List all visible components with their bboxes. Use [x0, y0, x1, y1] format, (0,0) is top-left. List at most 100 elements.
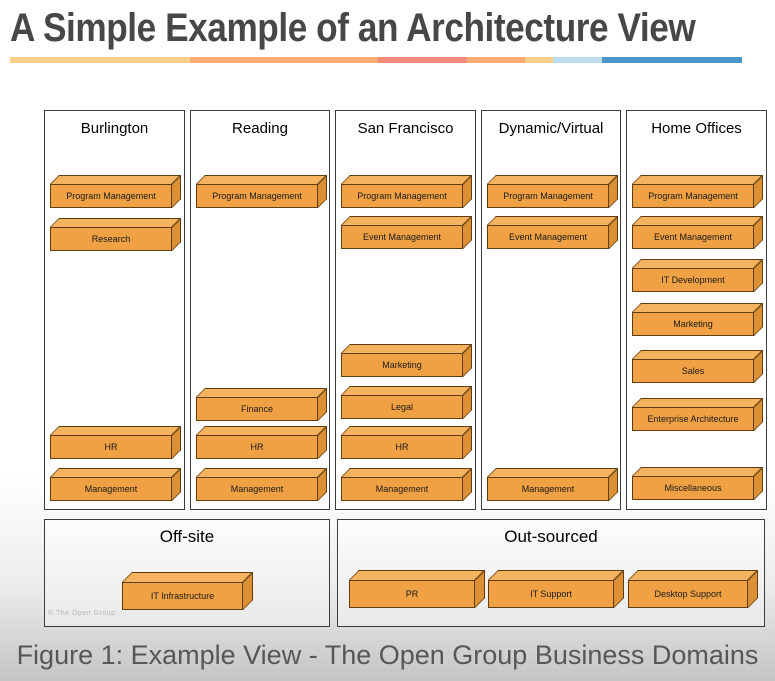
domain-box-program-management: Program Management [341, 175, 472, 208]
box-front-face: Management [341, 477, 463, 501]
domain-box-pr: PR [349, 570, 485, 608]
box-top-face [632, 467, 763, 476]
domain-box-enterprise-architecture: Enterprise Architecture [632, 398, 763, 431]
box-front-face: HR [341, 435, 463, 459]
box-top-face [50, 426, 181, 435]
box-top-face [341, 426, 472, 435]
box-front-face: Finance [196, 397, 318, 421]
domain-box-program-management: Program Management [632, 175, 763, 208]
box-top-face [632, 350, 763, 359]
box-front-face: Management [50, 477, 172, 501]
box-front-face: Desktop Support [628, 580, 748, 608]
page-title: A Simple Example of an Architecture View [10, 6, 696, 50]
box-front-face: Program Management [196, 184, 318, 208]
domain-box-management: Management [341, 468, 472, 501]
accent-bar [10, 57, 742, 63]
accent-bar-segment [602, 57, 742, 63]
accent-bar-segment [467, 57, 525, 63]
box-front-face: Event Management [632, 225, 754, 249]
copyright-watermark: © The Open Group [48, 610, 116, 617]
box-front-face: Marketing [632, 312, 754, 336]
domain-box-sales: Sales [632, 350, 763, 383]
box-front-face: Program Management [632, 184, 754, 208]
panel-title: Out-sourced [504, 527, 598, 546]
box-front-face: Sales [632, 359, 754, 383]
box-top-face [487, 216, 618, 225]
domain-box-event-management: Event Management [632, 216, 763, 249]
domain-box-hr: HR [341, 426, 472, 459]
box-top-face [487, 468, 618, 477]
box-front-face: Management [487, 477, 609, 501]
box-front-face: Program Management [50, 184, 172, 208]
column-title: Home Offices [651, 120, 742, 137]
domain-box-program-management: Program Management [487, 175, 618, 208]
box-front-face: Program Management [487, 184, 609, 208]
box-top-face [632, 259, 763, 268]
box-top-face [349, 570, 485, 580]
box-top-face [50, 175, 181, 184]
box-top-face [341, 386, 472, 395]
domain-box-desktop-support: Desktop Support [628, 570, 758, 608]
column-title: Burlington [80, 120, 149, 137]
box-front-face: Research [50, 227, 172, 251]
domain-box-miscellaneous: Miscellaneous [632, 467, 763, 500]
box-top-face [341, 344, 472, 353]
domain-box-event-management: Event Management [341, 216, 472, 249]
panel-off-site: Off-site IT Infrastructure [44, 519, 330, 627]
column-title: San Francisco [357, 120, 454, 137]
accent-bar-segment [378, 57, 467, 63]
domain-box-legal: Legal [341, 386, 472, 419]
box-front-face: Event Management [487, 225, 609, 249]
box-top-face [50, 468, 181, 477]
domain-box-marketing: Marketing [341, 344, 472, 377]
box-top-face [341, 175, 472, 184]
box-front-face: IT Infrastructure [122, 582, 243, 610]
box-top-face [632, 216, 763, 225]
box-top-face [196, 175, 327, 184]
box-top-face [488, 570, 624, 580]
domain-box-it-support: IT Support [488, 570, 624, 608]
box-front-face: HR [196, 435, 318, 459]
box-front-face: IT Development [632, 268, 754, 292]
domain-box-hr: HR [50, 426, 181, 459]
accent-bar-segment [10, 57, 190, 63]
box-front-face: Management [196, 477, 318, 501]
box-front-face: Enterprise Architecture [632, 407, 754, 431]
domain-box-event-management: Event Management [487, 216, 618, 249]
box-top-face [341, 216, 472, 225]
domain-box-management: Management [50, 468, 181, 501]
box-front-face: IT Support [488, 580, 614, 608]
box-front-face: Miscellaneous [632, 476, 754, 500]
column-title: Reading [232, 120, 288, 137]
column-title: Dynamic/Virtual [498, 120, 604, 137]
box-top-face [632, 398, 763, 407]
box-top-face [50, 218, 181, 227]
box-top-face [632, 175, 763, 184]
domain-box-research: Research [50, 218, 181, 251]
box-front-face: Legal [341, 395, 463, 419]
accent-bar-segment [190, 57, 378, 63]
box-top-face [341, 468, 472, 477]
box-top-face [196, 426, 327, 435]
domain-box-finance: Finance [196, 388, 327, 421]
domain-box-marketing: Marketing [632, 303, 763, 336]
box-top-face [628, 570, 758, 580]
panel-title: Off-site [159, 527, 215, 546]
box-front-face: Program Management [341, 184, 463, 208]
box-top-face [632, 303, 763, 312]
accent-bar-segment [525, 57, 553, 63]
box-top-face [196, 468, 327, 477]
figure-caption: Figure 1: Example View - The Open Group … [16, 640, 759, 670]
domain-box-management: Management [487, 468, 618, 501]
domain-box-it-infrastructure: IT Infrastructure [122, 572, 253, 610]
box-top-face [122, 572, 253, 582]
domain-box-it-development: IT Development [632, 259, 763, 292]
box-top-face [487, 175, 618, 184]
box-front-face: HR [50, 435, 172, 459]
box-front-face: Marketing [341, 353, 463, 377]
accent-bar-segment [553, 57, 602, 63]
